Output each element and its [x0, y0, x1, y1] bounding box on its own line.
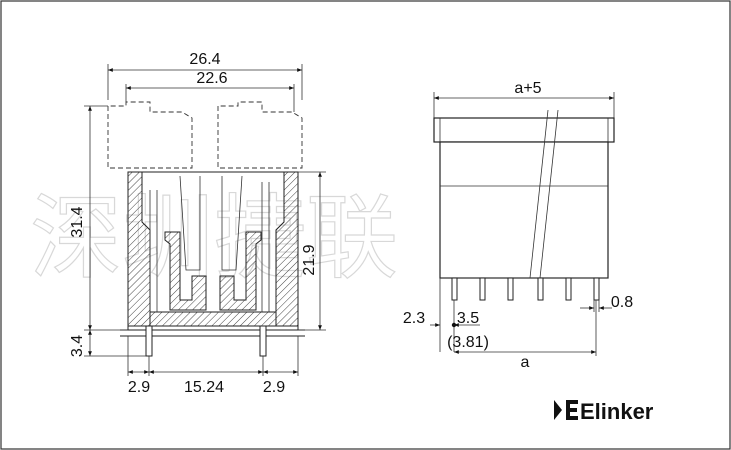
left-pin: [145, 325, 153, 357]
dim-right-margin: 2.9: [263, 379, 285, 396]
pin-row: [451, 277, 600, 301]
dim-edge-offset: 2.3: [403, 310, 425, 327]
right-inner-rib: [219, 231, 262, 311]
break-line-1: [529, 109, 549, 279]
dim-length-total: a+5: [514, 80, 541, 97]
dim-pitch: 3.5: [457, 310, 479, 327]
break-line-2: [539, 109, 559, 279]
logo-mark-icon: [554, 400, 578, 420]
right-clamp-outline: [217, 101, 303, 169]
dim-inner-width: 22.6: [196, 70, 227, 87]
dim-pitch-span: 15.24: [184, 379, 224, 396]
dim-height: 31.4: [69, 206, 86, 237]
top-cap: [433, 117, 615, 143]
elinker-logo: Elinker: [554, 399, 654, 424]
right-contact: [261, 182, 270, 312]
center-contact-right: [221, 175, 243, 271]
left-inner-rib: [164, 231, 207, 311]
base-plate: [149, 311, 277, 327]
dim-body-height: 21.9: [301, 244, 318, 275]
dim-pitch-alt: (3.81): [447, 334, 489, 351]
front-body: [439, 141, 609, 279]
dim-length: a: [521, 354, 530, 371]
right-front-view: a+5 2.3 3.5 (3.81) 0.8 a: [403, 80, 633, 371]
left-contact: [149, 190, 158, 312]
center-contact-left: [179, 175, 201, 271]
left-clamp-outline: [107, 101, 193, 169]
dim-pin-length: 3.4: [69, 335, 86, 357]
logo-text: Elinker: [580, 399, 654, 424]
dim-pin-width: 0.8: [611, 294, 633, 311]
left-side-view: 26.4 22.6 31.4 3.4 21.9 2.9 15.24 2.9: [69, 51, 326, 396]
dim-left-margin: 2.9: [128, 379, 150, 396]
dim-overall-width: 26.4: [189, 51, 220, 68]
right-pin: [259, 325, 267, 357]
